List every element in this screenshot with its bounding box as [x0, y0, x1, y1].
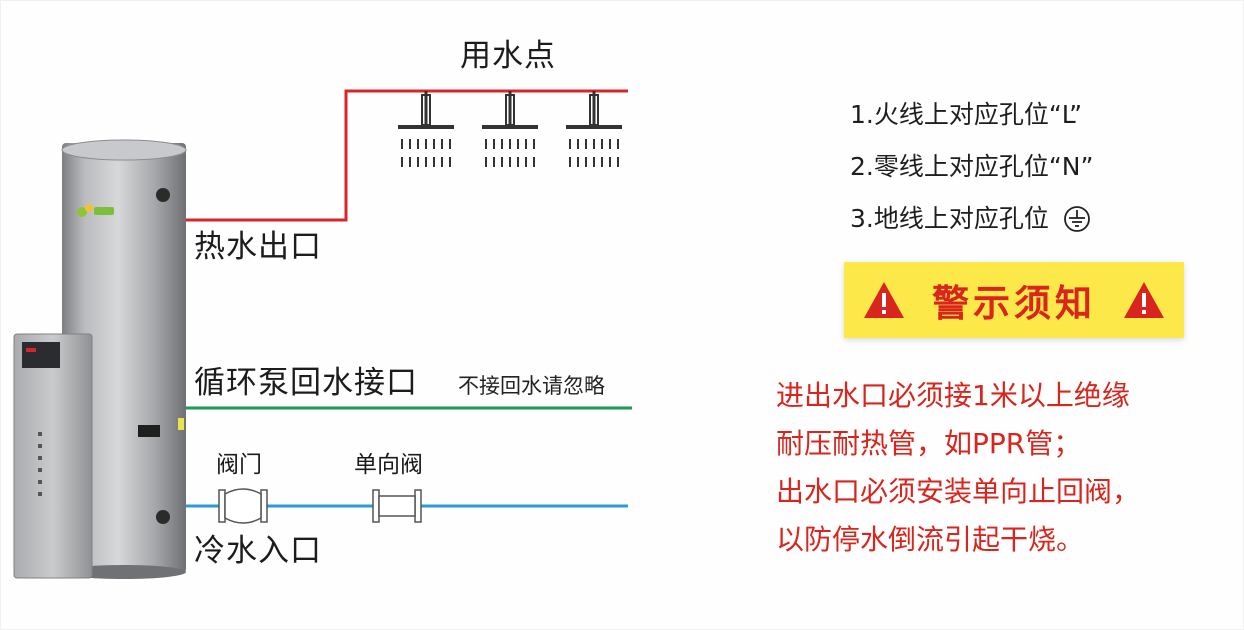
cold-inlet-label: 冷水入口 [194, 533, 322, 569]
ground-symbol-icon [1063, 206, 1090, 232]
hot-outlet-label: 热水出口 [194, 229, 322, 265]
warning-line-2: 耐压耐热管，如PPR管； [776, 427, 1082, 460]
warning-line-1: 进出水口必须接1米以上绝缘 [776, 379, 1130, 412]
wiring-note-ground: 3.地线上对应孔位 [850, 193, 1093, 245]
circulation-note-label: 不接回水请忽略 [458, 374, 605, 398]
brand-logo-icon [77, 204, 114, 217]
control-panel [13, 333, 93, 579]
wiring-note-live: 1.火线上对应孔位“L” [850, 100, 1083, 129]
hot-outlet-fitting [156, 188, 170, 202]
warning-banner: 警示须知 [844, 262, 1184, 338]
check-valve-icon [372, 489, 422, 523]
warning-triangle-icon [864, 282, 904, 318]
warning-line-4: 以防停水倒流引起干烧。 [776, 523, 1085, 556]
wiring-note-neutral: 2.零线上对应孔位“N” [850, 152, 1094, 181]
water-heater-tank [61, 139, 187, 579]
cold-inlet-fitting [156, 510, 170, 524]
warning-triangle-icon [1124, 282, 1164, 318]
shower-head-icon-1 [398, 91, 454, 167]
valve-icon [218, 488, 268, 524]
hot-water-pipe [184, 89, 628, 222]
warning-line-3: 出水口必须安装单向止回阀， [776, 475, 1141, 508]
warning-title: 警示须知 [932, 282, 1096, 325]
shower-head-icon-2 [482, 91, 538, 167]
check-valve-label: 单向阀 [354, 452, 423, 478]
circulation-port-fitting [138, 425, 160, 437]
wiring-notes: 1.火线上对应孔位“L” 2.零线上对应孔位“N” 3.地线上对应孔位 [850, 89, 1093, 245]
valve-label: 阀门 [216, 452, 262, 478]
shower-head-icon-3 [566, 91, 622, 167]
circulation-inlet-label: 循环泵回水接口 [194, 365, 418, 401]
water-points-label: 用水点 [460, 38, 556, 74]
warning-text: 进出水口必须接1米以上绝缘 耐压耐热管，如PPR管； 出水口必须安装单向止回阀，… [776, 372, 1216, 564]
